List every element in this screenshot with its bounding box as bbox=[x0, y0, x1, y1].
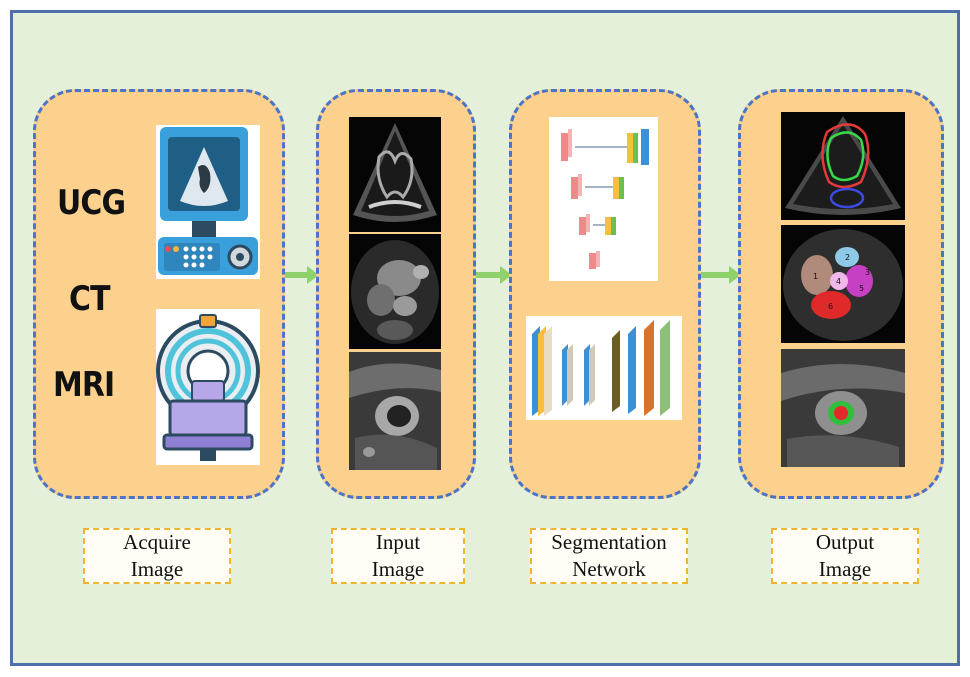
output-ucg-segmentation bbox=[781, 112, 905, 220]
segment-label-5: 5 bbox=[859, 284, 864, 293]
caption-line: Segmentation bbox=[551, 530, 667, 554]
arrow-input-to-network bbox=[476, 266, 512, 284]
caption-line: Input bbox=[375, 530, 421, 554]
ultrasound-machine-icon bbox=[156, 125, 260, 279]
arrow-acquire-to-input bbox=[285, 266, 319, 284]
arrow-network-to-output bbox=[701, 266, 741, 284]
cnn-layers-icon bbox=[526, 316, 682, 420]
input-mri-scan bbox=[349, 352, 441, 470]
caption-acquire-image: Acquire Image bbox=[83, 528, 231, 584]
caption-line: Image bbox=[371, 557, 425, 581]
caption-line: Image bbox=[130, 557, 184, 581]
modality-ucg-label: UCG bbox=[57, 183, 126, 223]
segment-label-4: 4 bbox=[836, 277, 841, 286]
input-ucg-scan bbox=[349, 117, 441, 232]
modality-ct-label: CT bbox=[69, 279, 111, 319]
input-ct-scan bbox=[349, 234, 441, 349]
caption-input-image: Input Image bbox=[331, 528, 465, 584]
segment-label-3: 3 bbox=[865, 268, 870, 277]
output-ct-segmentation: 1 2 3 4 5 6 bbox=[781, 225, 905, 343]
caption-line: Image bbox=[818, 557, 872, 581]
segment-label-1: 1 bbox=[813, 272, 818, 281]
caption-line: Output bbox=[815, 530, 875, 554]
segment-label-6: 6 bbox=[828, 302, 833, 311]
mri-scanner-icon bbox=[156, 309, 260, 465]
unet-architecture-icon bbox=[549, 117, 658, 281]
segment-label-2: 2 bbox=[845, 253, 850, 262]
modality-mri-label: MRI bbox=[53, 365, 115, 405]
caption-line: Network bbox=[572, 557, 646, 581]
caption-segmentation-network: Segmentation Network bbox=[530, 528, 688, 584]
caption-output-image: Output Image bbox=[771, 528, 919, 584]
diagram-frame: UCG CT MRI bbox=[10, 10, 960, 666]
output-mri-segmentation bbox=[781, 349, 905, 467]
caption-line: Acquire bbox=[123, 530, 191, 554]
